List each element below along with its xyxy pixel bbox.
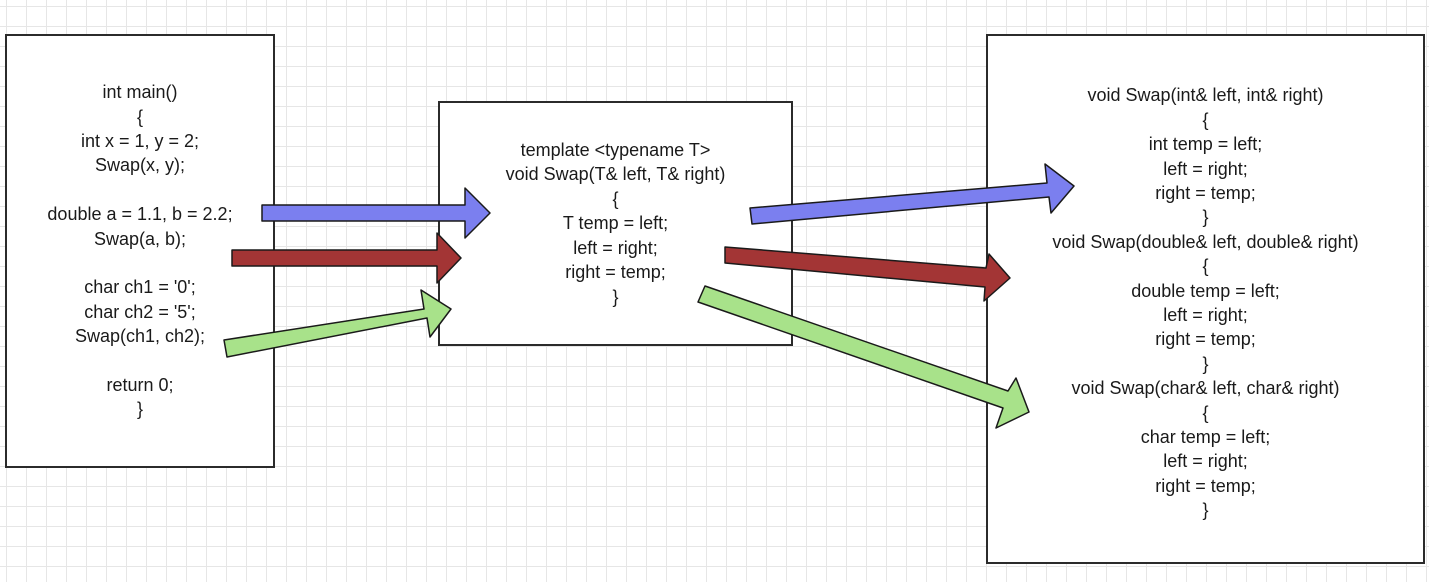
code-line: right = temp; [1155,182,1256,203]
code-line: Swap(a, b); [93,228,187,249]
code-line: left = right; [1163,305,1248,325]
int-arrow-main-to-template [261,187,491,239]
instantiated-functions-code: void Swap(int& left, int& right) { int t… [1052,83,1358,522]
double-arrow-main-to-template [231,232,462,284]
code-line: Swap(ch1, ch2); [74,326,206,347]
code-line: } [1202,353,1209,374]
code-line: void Swap(int& left, int& right) [1087,85,1324,106]
code-line: void Swap(double& left, double& right) [1052,231,1359,252]
main-function-box: int main() { int x = 1, y = 2; Swap(x, y… [5,34,275,468]
code-line: int main() [102,82,178,103]
code-line: char ch1 = '0'; [84,277,196,298]
code-line: template <typename T> [520,140,711,161]
code-line: double temp = left; [1131,280,1280,301]
code-line: { [1202,256,1209,277]
code-line: left = right; [1163,158,1248,179]
code-line: left = right; [573,237,658,258]
code-line: int temp = left; [1148,134,1263,155]
code-line: return 0; [106,375,174,395]
double-arrow-template-to-instances [724,246,1011,302]
code-line: double a = 1.1, b = 2.2; [47,204,233,225]
code-line: right = temp; [1155,329,1256,350]
char-arrow-template-to-instances [697,285,1030,429]
code-line: } [1202,500,1209,521]
code-line: Swap(x, y); [94,155,186,176]
code-line: } [1202,207,1209,228]
char-arrow-main-to-template [223,289,452,358]
code-line: T temp = left; [562,213,669,234]
code-line: } [612,286,619,307]
main-function-code: int main() { int x = 1, y = 2; Swap(x, y… [47,80,232,422]
code-line: { [612,188,619,209]
code-line: { [136,106,143,127]
code-line: right = temp; [565,262,666,283]
int-arrow-template-to-instances [749,163,1075,225]
code-line: left = right; [1163,451,1248,472]
code-line: int x = 1, y = 2; [80,130,200,151]
code-line: { [1202,402,1209,423]
template-function-code: template <typename T> void Swap(T& left,… [506,138,726,309]
code-line: char temp = left; [1140,427,1271,448]
code-line: } [136,399,143,420]
code-line: { [1202,109,1209,130]
code-line: right = temp; [1155,475,1256,496]
instantiated-functions-box: void Swap(int& left, int& right) { int t… [986,34,1425,564]
code-line: void Swap(T& left, T& right) [505,164,726,185]
code-line: void Swap(char& left, char& right) [1071,378,1340,399]
code-line: char ch2 = '5'; [84,301,196,322]
